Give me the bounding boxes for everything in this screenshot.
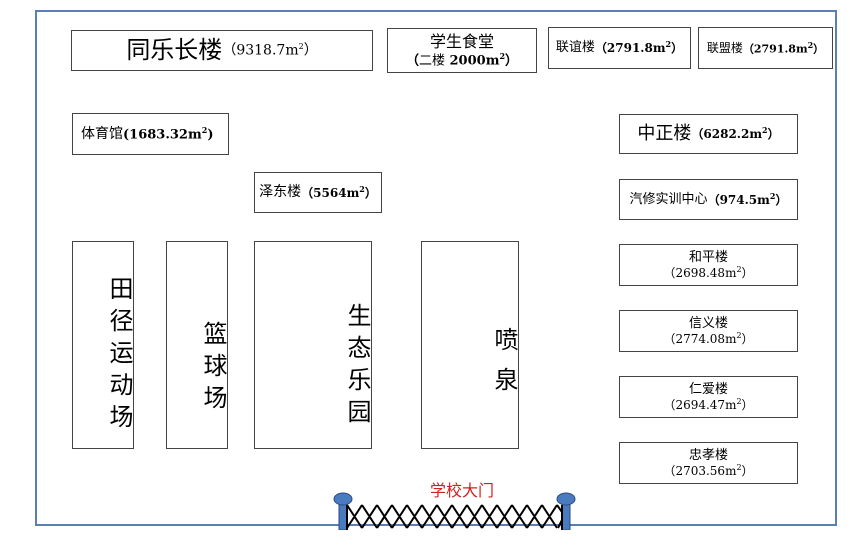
- building-area: （2694.47m2）: [663, 397, 754, 413]
- building-name: 汽修实训中心: [629, 191, 708, 207]
- gate-post-left-cap: [333, 492, 353, 506]
- building-name: 学生食堂: [429, 32, 494, 52]
- building-name: 信义楼: [688, 315, 728, 331]
- field-label: 田径运动场: [105, 276, 133, 436]
- building-area: (1683.32m2): [123, 124, 214, 142]
- building-area: （6282.2m2）: [691, 125, 780, 142]
- building-lianmeng: 联盟楼 （2791.8m2）: [698, 27, 833, 69]
- building-name: 仁爱楼: [688, 381, 728, 397]
- gate-label: 学校大门: [430, 481, 495, 500]
- building-lianyi: 联谊楼 （2791.8m2）: [548, 27, 691, 69]
- building-area: （2703.56m2）: [663, 463, 754, 479]
- building-qixiu: 汽修实训中心 （974.5m2）: [619, 179, 798, 220]
- field-basketball: 篮球场: [166, 241, 228, 449]
- field-label: 喷泉: [490, 327, 518, 407]
- field-label: 篮球场: [199, 321, 227, 417]
- building-canteen: 学生食堂 （二楼 2000m2）: [387, 28, 537, 73]
- gate-lattice: [346, 504, 563, 530]
- school-gate: [333, 492, 576, 530]
- building-area: （2774.08m2）: [663, 331, 754, 347]
- field-eco-park: 生态乐园: [254, 241, 372, 449]
- building-name: 同乐长楼: [126, 36, 223, 65]
- building-tiyuguan: 体育馆 (1683.32m2): [72, 113, 229, 155]
- building-area: （2791.8m2）: [594, 39, 684, 56]
- building-heping: 和平楼 （2698.48m2）: [619, 244, 798, 286]
- building-zhongxiao: 忠孝楼 （2703.56m2）: [619, 442, 798, 484]
- building-renai: 仁爱楼 （2694.47m2）: [619, 376, 798, 418]
- gate-post-right-cap: [556, 492, 576, 506]
- building-name: 联盟楼: [706, 40, 743, 55]
- fountain: 喷泉: [421, 241, 519, 449]
- building-name: 联谊楼: [555, 40, 595, 56]
- building-area: （5564m2）: [301, 183, 377, 200]
- building-name: 体育馆: [81, 125, 123, 142]
- building-area: （二楼 2000m2）: [405, 50, 519, 68]
- building-tongle: 同乐长楼 （9318.7m2）: [71, 30, 373, 71]
- building-area: （2791.8m2）: [742, 39, 825, 56]
- building-area: （9318.7m2）: [222, 41, 318, 59]
- field-label: 生态乐园: [343, 303, 371, 431]
- building-name: 忠孝楼: [688, 447, 728, 463]
- building-name: 和平楼: [688, 249, 728, 265]
- building-zedong: 泽东楼 （5564m2）: [254, 172, 382, 213]
- building-area: （2698.48m2）: [663, 265, 754, 281]
- field-track: 田径运动场: [72, 241, 134, 449]
- building-name: 中正楼: [637, 123, 692, 145]
- building-name: 泽东楼: [259, 184, 302, 201]
- building-area: （974.5m2）: [707, 190, 788, 207]
- building-zhongzheng: 中正楼 （6282.2m2）: [619, 114, 798, 154]
- building-xinyi: 信义楼 （2774.08m2）: [619, 310, 798, 352]
